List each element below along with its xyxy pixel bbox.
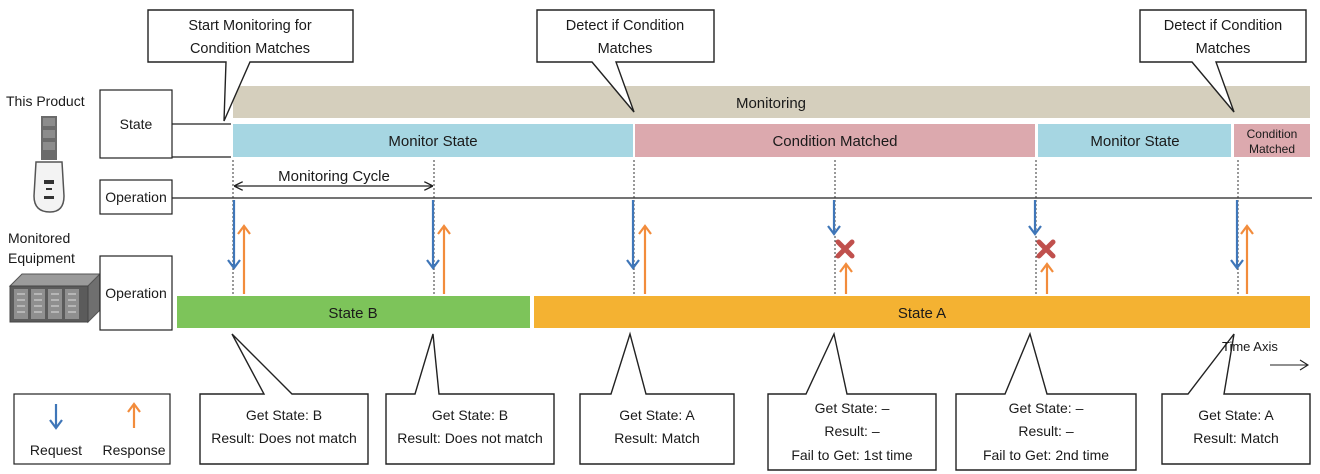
operation-top-label: Operation [105,189,166,205]
result-3-line2: Result: Match [614,430,700,446]
legend-response-label: Response [102,442,165,458]
server-rack-icon [8,272,102,324]
state-b-bar-label: State B [328,305,377,322]
monitor-state-bar-2 [1038,124,1231,157]
monitored-label-1: Monitored [8,230,70,246]
time-axis-arrow [1270,359,1310,371]
result-6-line2: Result: Match [1193,430,1279,446]
result-1-line2: Result: Does not match [211,430,357,446]
legend: Request Response [13,393,171,465]
operation-bottom-label: Operation [105,285,166,301]
result-5-line1: Get State: – [1009,400,1084,416]
monitor-state-bar-1 [233,124,633,157]
signal-tower-icon [33,116,65,213]
callout-result-4: Get State: – Result: – Fail to Get: 1st … [767,331,937,471]
callout-result-5: Get State: – Result: – Fail to Get: 2nd … [955,331,1137,471]
result-3-line1: Get State: A [619,407,695,423]
operation-top-box [99,179,173,215]
callout-start-monitoring: Start Monitoring for Condition Matches [147,9,354,122]
fail-x-icon [835,239,1056,259]
monitoring-bar-label: Monitoring [736,95,806,112]
result-4-line3: Fail to Get: 1st time [791,447,913,463]
monitored-label-2: Equipment [8,250,75,266]
monitor-state-bar-2-label: Monitor State [1090,133,1179,150]
time-axis-label: Time Axis [1222,339,1278,354]
operation-bottom-box [99,255,173,331]
result-1-line1: Get State: B [246,407,322,423]
condition-matched-bar-1-label: Condition Matched [772,133,897,150]
callout-detect-2: Detect if Condition Matches [1139,9,1307,113]
condition-matched-bar-2 [1234,124,1310,157]
legend-response-arrow-icon [127,402,141,428]
callout-detect-1: Detect if Condition Matches [536,9,715,113]
request-arrows [227,200,1244,270]
callout-start-line2: Condition Matches [190,41,310,57]
legend-request-label: Request [30,442,82,458]
result-2-line1: Get State: B [432,407,508,423]
callout-result-2: Get State: B Result: Does not match [385,333,555,465]
result-6-line1: Get State: A [1198,407,1274,423]
condition-matched-bar-1 [635,124,1035,157]
state-b-bar [177,296,530,328]
this-product-label: This Product [6,93,85,109]
result-4-line2: Result: – [824,423,879,439]
callout-detect2-line1: Detect if Condition [1164,18,1282,34]
callout-result-3: Get State: A Result: Match [579,331,735,465]
condition-matched-bar-2-label-2: Matched [1249,142,1295,156]
response-arrows [237,224,1254,294]
legend-box [13,393,171,465]
state-a-bar [534,296,1310,328]
callout-detect2-line2: Matches [1196,41,1251,57]
result-5-line3: Fail to Get: 2nd time [983,447,1109,463]
callout-detect1-line2: Matches [598,41,653,57]
legend-request-arrow-icon [49,404,63,430]
callout-result-6: Get State: A Result: Match [1161,333,1311,465]
state-a-bar-label: State A [898,305,946,322]
monitor-state-bar-1-label: Monitor State [388,133,477,150]
condition-matched-bar-2-label-1: Condition [1247,127,1298,141]
result-2-line2: Result: Does not match [397,430,543,446]
state-row-label: State [120,116,153,132]
monitoring-cycle-label: Monitoring Cycle [278,168,390,185]
result-5-line2: Result: – [1018,423,1073,439]
result-4-line1: Get State: – [815,400,890,416]
monitoring-bar [233,86,1310,118]
callout-detect1-line1: Detect if Condition [566,18,684,34]
callout-result-1: Get State: B Result: Does not match [199,333,369,465]
callout-start-line1: Start Monitoring for [188,18,311,34]
